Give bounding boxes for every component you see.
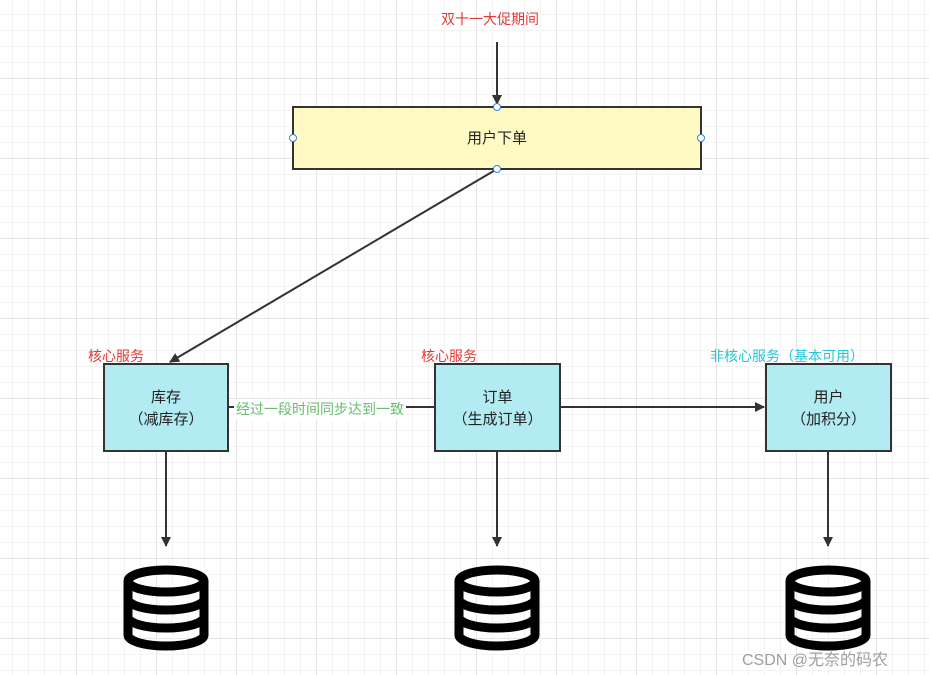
user-service-title: 用户 xyxy=(813,387,844,406)
order-service-title: 订单 xyxy=(482,387,513,406)
user-service-subtitle: （加积分） xyxy=(790,409,866,428)
csdn-watermark: CSDN @无奈的码农 xyxy=(742,652,889,669)
database-icon xyxy=(785,565,871,651)
inventory-service-box[interactable]: 库存 （减库存） xyxy=(103,363,229,452)
connection-handle-top[interactable] xyxy=(493,103,501,111)
order-service-tag: 核心服务 xyxy=(421,349,477,365)
user-order-box[interactable]: 用户下单 xyxy=(292,106,702,170)
connection-handle-left[interactable] xyxy=(289,134,297,142)
arrow-order-to-inventory xyxy=(169,168,498,363)
diagram-title: 双十一大促期间 xyxy=(441,12,539,28)
database-icon xyxy=(123,565,209,651)
sync-note: 经过一段时间同步达到一致 xyxy=(234,399,406,419)
inventory-service-subtitle: （减库存） xyxy=(128,409,204,428)
order-service-subtitle: （生成订单） xyxy=(452,409,543,428)
database-icon xyxy=(454,565,540,651)
connection-handle-right[interactable] xyxy=(697,134,705,142)
inventory-service-tag: 核心服务 xyxy=(88,349,144,365)
inventory-service-title: 库存 xyxy=(150,387,181,406)
user-service-box[interactable]: 用户 （加积分） xyxy=(765,363,892,452)
user-service-tag: 非核心服务（基本可用） xyxy=(710,349,864,365)
order-service-box[interactable]: 订单 （生成订单） xyxy=(434,363,561,452)
connection-handle-bottom[interactable] xyxy=(493,165,501,173)
user-order-label: 用户下单 xyxy=(466,129,527,147)
